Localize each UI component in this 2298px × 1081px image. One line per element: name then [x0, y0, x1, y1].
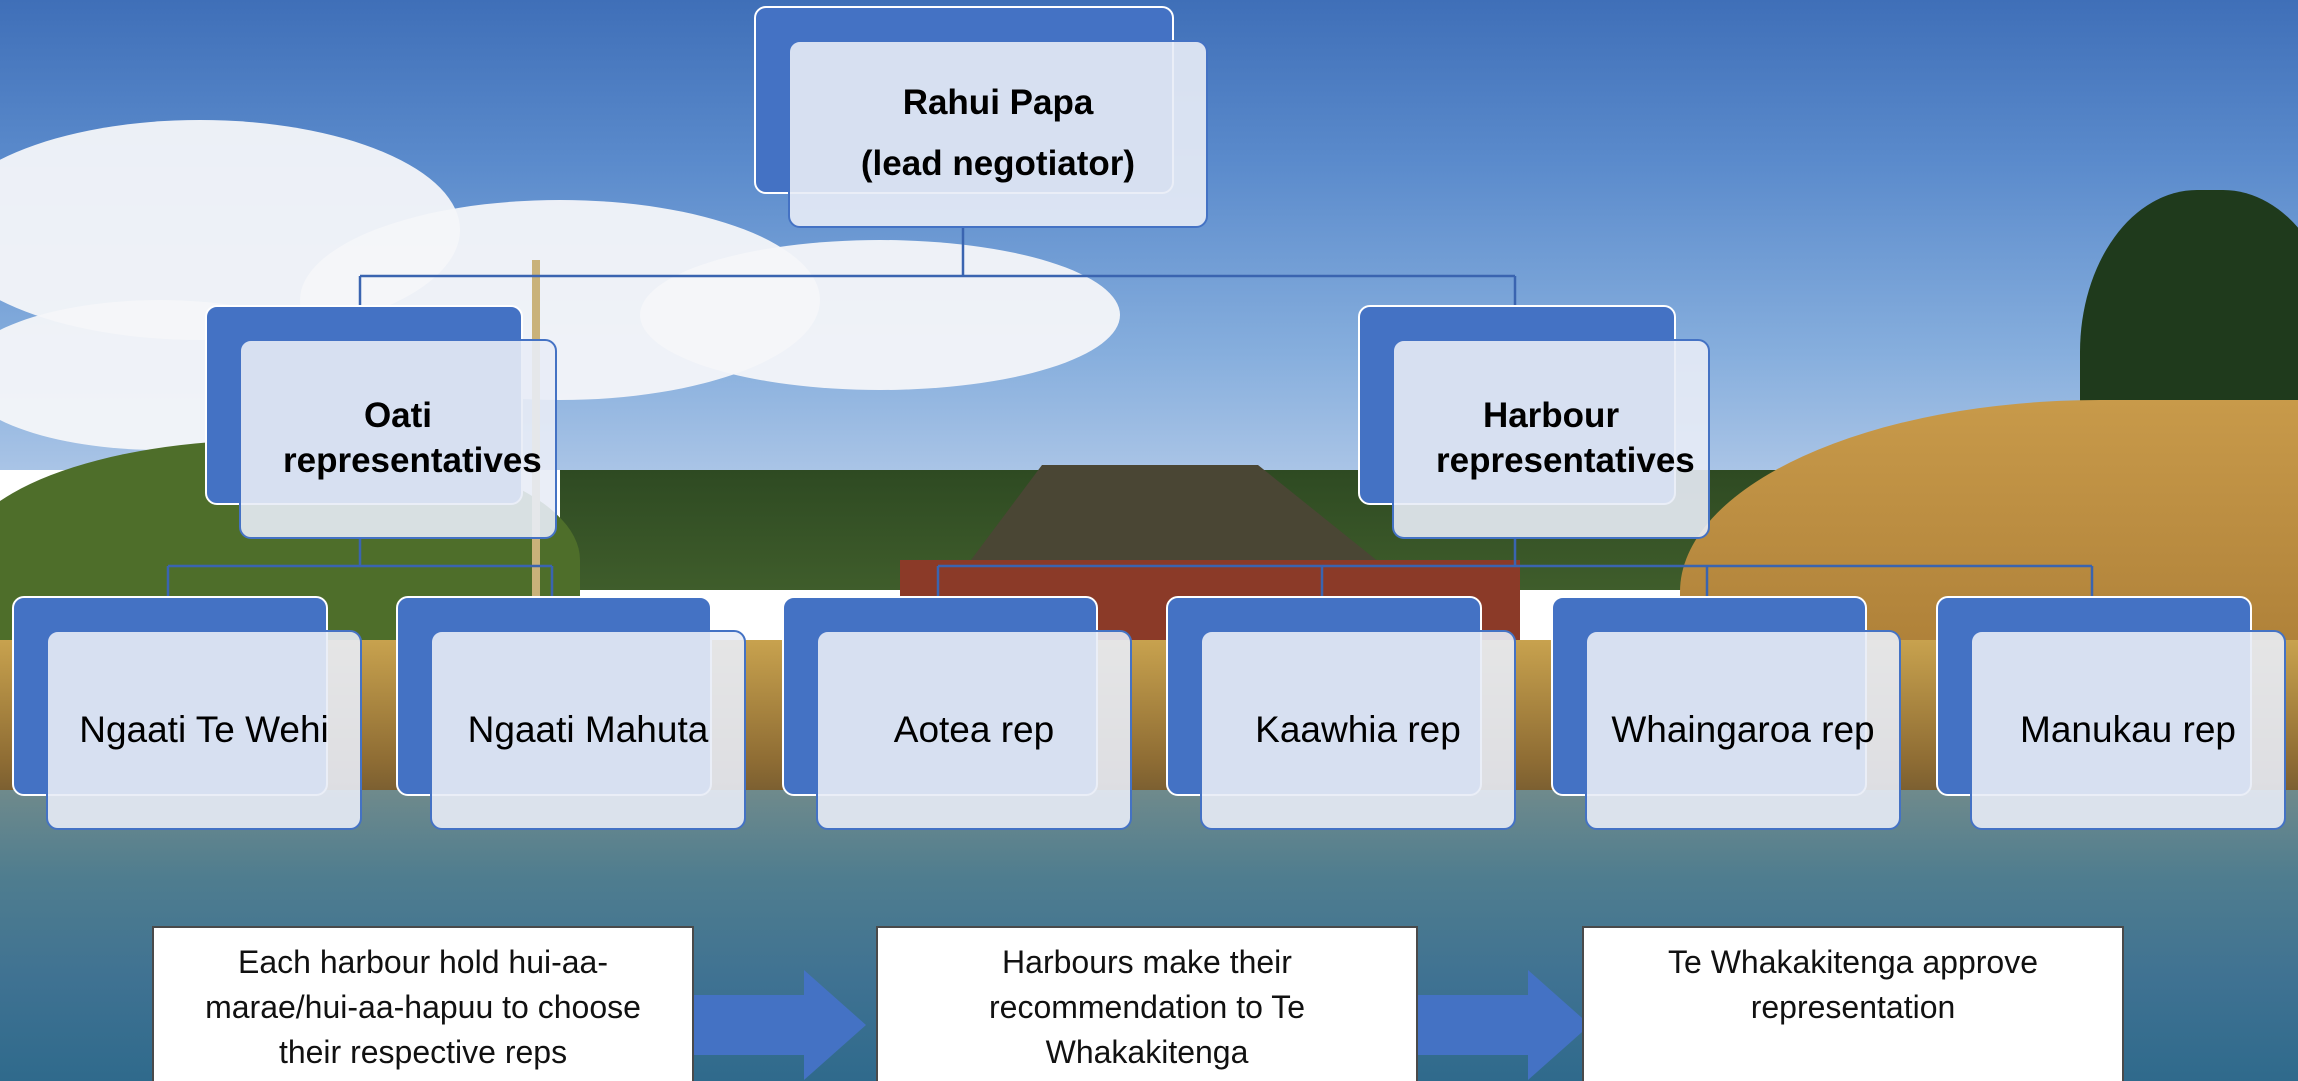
- node-card: Oati representatives: [239, 339, 557, 539]
- process-step: Each harbour hold hui-aa-marae/hui-aa-ha…: [152, 926, 694, 1081]
- node-card: Manukau rep: [1970, 630, 2286, 830]
- member-label: Whaingaroa rep: [1611, 709, 1875, 750]
- flow-arrow: [1418, 970, 1590, 1080]
- arrow-head: [1528, 970, 1590, 1080]
- node-card: Ngaati Mahuta: [430, 630, 746, 830]
- root-role: (lead negotiator): [860, 144, 1136, 183]
- arrow-shaft: [1418, 995, 1536, 1055]
- member-label: Kaawhia rep: [1255, 709, 1461, 750]
- root-name: Rahui Papa: [902, 83, 1094, 123]
- arrow-head: [804, 970, 866, 1080]
- process-step-text: Each harbour hold hui-aa-marae/hui-aa-ha…: [205, 944, 641, 1070]
- arrow-shaft: [694, 995, 812, 1055]
- node-card: Rahui Papa (lead negotiator): [788, 40, 1208, 228]
- process-step-text: Te Whakakitenga approve representation: [1668, 944, 2038, 1025]
- node-card: Whaingaroa rep: [1585, 630, 1901, 830]
- node-card: Kaawhia rep: [1200, 630, 1516, 830]
- node-card: Harbour representatives: [1392, 339, 1710, 539]
- process-step: Harbours make their recommendation to Te…: [876, 926, 1418, 1081]
- group-label: Oati representatives: [283, 396, 542, 480]
- member-label: Aotea rep: [893, 709, 1055, 750]
- member-label: Ngaati Te Wehi: [79, 709, 329, 750]
- flow-arrow: [694, 970, 866, 1080]
- group-label: Harbour representatives: [1436, 396, 1695, 480]
- node-card: Aotea rep: [816, 630, 1132, 830]
- node-card: Ngaati Te Wehi: [46, 630, 362, 830]
- member-label: Ngaati Mahuta: [467, 709, 709, 750]
- member-label: Manukau rep: [2020, 709, 2236, 750]
- cloud: [640, 240, 1120, 390]
- process-step-text: Harbours make their recommendation to Te…: [988, 944, 1306, 1070]
- process-step: Te Whakakitenga approve representation: [1582, 926, 2124, 1081]
